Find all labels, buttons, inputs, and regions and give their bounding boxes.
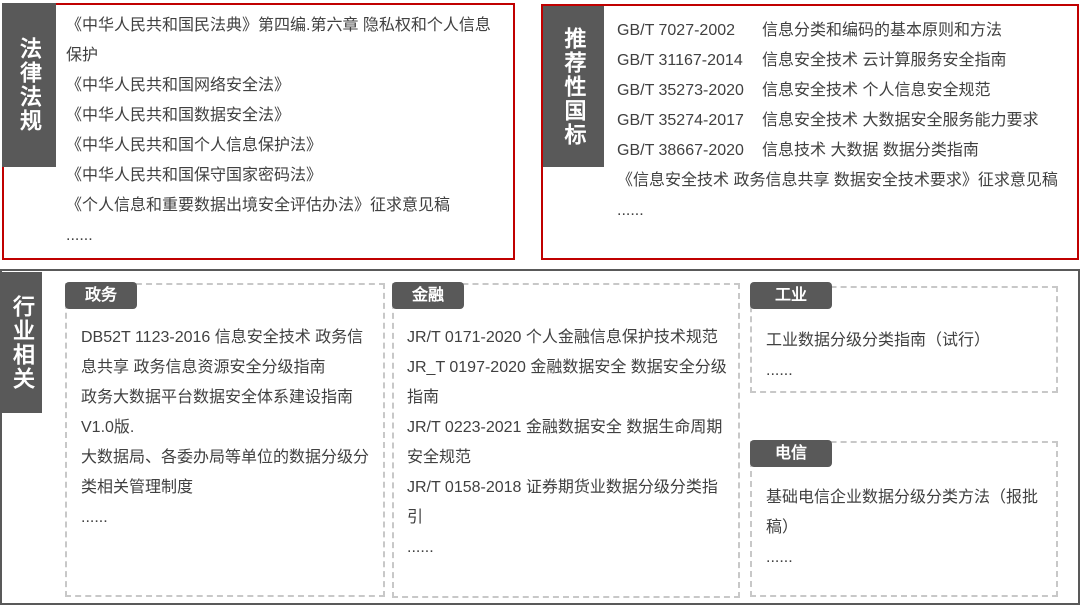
list-item: JR/T 0223-2021 金融数据安全 数据生命周期安全规范 (407, 419, 723, 466)
list-item: 《中华人民共和国保守国家密码法》 (66, 167, 323, 184)
standard-code: GB/T 38667-2020 (617, 142, 744, 159)
standard-code: GB/T 31167-2014 (617, 52, 743, 69)
list-item: 工业数据分级分类指南（试行） (766, 332, 991, 349)
list-item: GB/T 31167-2014 信息安全技术 云计算服务安全指南 (617, 46, 1075, 76)
list-item: 《中华人民共和国民法典》第四编.第六章 隐私权和个人信息保护 (66, 17, 491, 64)
list-item: GB/T 7027-2002 信息分类和编码的基本原则和方法 (617, 16, 1075, 46)
section-tag: 金融 (392, 282, 464, 309)
list-item: JR/T 0158-2018 证券期货业数据分级分类指引 (407, 479, 718, 526)
standard-code: GB/T 7027-2002 (617, 22, 736, 39)
industry-panel: 行业相关 政务 DB52T 1123-2016 信息安全技术 政务信息共享 政务… (0, 269, 1080, 605)
list-item: 《信息安全技术 政务信息共享 数据安全技术要求》征求意见稿 (617, 172, 1058, 189)
industry-label: 行业相关 (2, 272, 42, 413)
list-item: 大数据局、各委办局等单位的数据分级分类相关管理制度 (81, 449, 370, 496)
section-tag: 工业 (750, 282, 832, 309)
section-list: 工业数据分级分类指南（试行） ...... (766, 326, 1051, 386)
list-item: ...... (766, 362, 793, 379)
standard-title: 信息安全技术 个人信息安全规范 (762, 82, 991, 99)
section-tag: 电信 (750, 440, 832, 467)
section-tag: 政务 (65, 282, 137, 309)
list-item: 基础电信企业数据分级分类方法（报批稿） (766, 489, 1039, 536)
section-list: 基础电信企业数据分级分类方法（报批稿） ...... (766, 483, 1051, 573)
standard-title: 信息分类和编码的基本原则和方法 (762, 22, 1003, 39)
list-item: JR_T 0197-2020 金融数据安全 数据安全分级指南 (407, 359, 727, 406)
national-standards-label: 推荐性国标 (543, 6, 604, 167)
standard-title: 信息技术 大数据 数据分类指南 (762, 142, 979, 159)
standard-title: 信息安全技术 云计算服务安全指南 (762, 52, 1007, 69)
list-item: ...... (617, 202, 644, 219)
standard-code: GB/T 35273-2020 (617, 82, 744, 99)
list-item: 政务大数据平台数据安全体系建设指南V1.0版. (81, 389, 354, 436)
list-item: DB52T 1123-2016 信息安全技术 政务信息共享 政务信息资源安全分级… (81, 329, 364, 376)
section-government: 政务 DB52T 1123-2016 信息安全技术 政务信息共享 政务信息资源安… (65, 282, 385, 597)
national-standards-list: GB/T 7027-2002 信息分类和编码的基本原则和方法 GB/T 31167… (617, 16, 1075, 226)
section-industrial: 工业 工业数据分级分类指南（试行） ...... (750, 282, 1058, 393)
national-standards-panel: 推荐性国标 GB/T 7027-2002 信息分类和编码的基本原则和方法 GB/T… (541, 4, 1079, 260)
standard-code: GB/T 35274-2017 (617, 112, 744, 129)
section-list: JR/T 0171-2020 个人金融信息保护技术规范 JR_T 0197-20… (407, 323, 727, 563)
section-finance: 金融 JR/T 0171-2020 个人金融信息保护技术规范 JR_T 0197… (392, 282, 740, 598)
section-list: DB52T 1123-2016 信息安全技术 政务信息共享 政务信息资源安全分级… (81, 323, 371, 533)
list-item: ...... (81, 509, 108, 526)
list-item: JR/T 0171-2020 个人金融信息保护技术规范 (407, 329, 718, 346)
laws-label: 法律法规 (2, 3, 56, 167)
standard-title: 信息安全技术 大数据安全服务能力要求 (762, 112, 1039, 129)
list-item: 《中华人民共和国数据安全法》 (66, 107, 291, 124)
section-telecom: 电信 基础电信企业数据分级分类方法（报批稿） ...... (750, 440, 1058, 597)
list-item: ...... (66, 227, 93, 244)
laws-list: 《中华人民共和国民法典》第四编.第六章 隐私权和个人信息保护 《中华人民共和国网… (66, 11, 506, 251)
list-item: GB/T 35273-2020 信息安全技术 个人信息安全规范 (617, 76, 1075, 106)
list-item: GB/T 38667-2020 信息技术 大数据 数据分类指南 (617, 136, 1075, 166)
list-item: 《个人信息和重要数据出境安全评估办法》征求意见稿 (66, 197, 451, 214)
list-item: ...... (407, 539, 434, 556)
laws-panel: 法律法规 《中华人民共和国民法典》第四编.第六章 隐私权和个人信息保护 《中华人… (2, 3, 515, 260)
list-item: ...... (766, 549, 793, 566)
list-item: GB/T 35274-2017 信息安全技术 大数据安全服务能力要求 (617, 106, 1075, 136)
list-item: 《中华人民共和国网络安全法》 (66, 77, 291, 94)
list-item: 《中华人民共和国个人信息保护法》 (66, 137, 323, 154)
